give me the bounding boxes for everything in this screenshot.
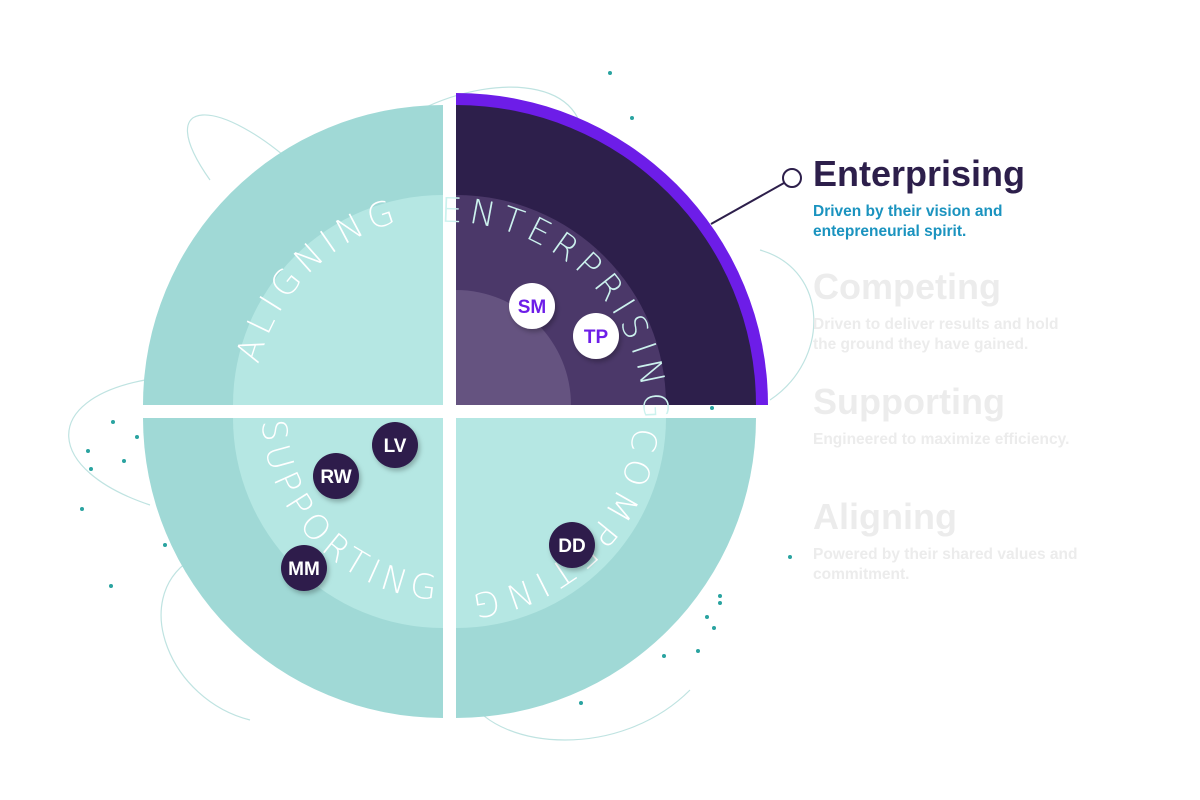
avatar-lv[interactable]: LV: [372, 422, 418, 468]
avatar-circle: [573, 313, 619, 359]
legend-description: Powered by their shared values and commi…: [813, 546, 1078, 583]
avatar-initials: TP: [584, 327, 609, 348]
avatar-initials: SM: [518, 297, 547, 318]
avatar-initials: DD: [558, 536, 585, 557]
legend-description: Driven by their vision and entepreneuria…: [813, 203, 1003, 240]
avatar-group: SM TP LV RW MM DD: [281, 283, 619, 591]
avatar-initials: MM: [288, 559, 320, 580]
legend-title: Aligning: [813, 496, 957, 537]
legend-title: Supporting: [813, 381, 1005, 422]
quadrant-aligning[interactable]: ALIGNING: [143, 105, 443, 405]
avatar-circle: [313, 453, 359, 499]
avatar-tp[interactable]: TP: [573, 313, 619, 359]
avatar-sm[interactable]: SM: [509, 283, 555, 329]
avatar-mm[interactable]: MM: [281, 545, 327, 591]
avatar-dd[interactable]: DD: [549, 522, 595, 568]
avatar-initials: RW: [320, 467, 351, 488]
legend-title: Enterprising: [813, 153, 1026, 194]
legend-title: Competing: [813, 266, 1001, 307]
avatar-rw[interactable]: RW: [313, 453, 359, 499]
avatar-circle: [549, 522, 595, 568]
legend-description: Driven to deliver results and hold the g…: [813, 316, 1059, 353]
legend-connector: [710, 168, 802, 225]
background-swirls: [68, 86, 815, 741]
quadrant-competing[interactable]: COMPETING: [456, 418, 756, 718]
legend-description: Engineered to maximize efficiency.: [813, 431, 1070, 448]
avatar-initials: LV: [384, 436, 407, 457]
avatar-circle: [509, 283, 555, 329]
connector-node-icon: [782, 168, 802, 188]
quadrant-enterprising[interactable]: ENTERPRISING: [440, 93, 768, 426]
avatar-circle: [281, 545, 327, 591]
avatar-circle: [372, 422, 418, 468]
